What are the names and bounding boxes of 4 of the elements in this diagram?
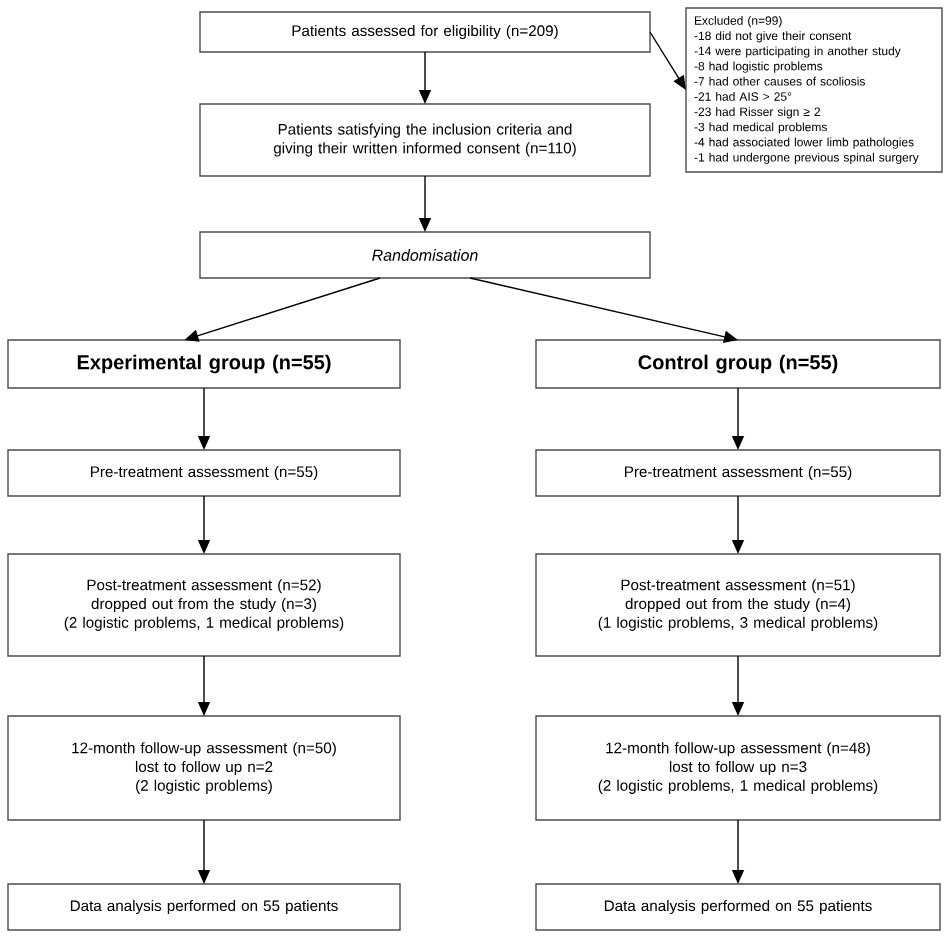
- arrow: [649, 31, 686, 90]
- randomisation-box: Randomisation: [199, 231, 651, 279]
- group-box: Experimental group (n=55): [7, 339, 401, 389]
- group-box: Control group (n=55): [535, 339, 941, 389]
